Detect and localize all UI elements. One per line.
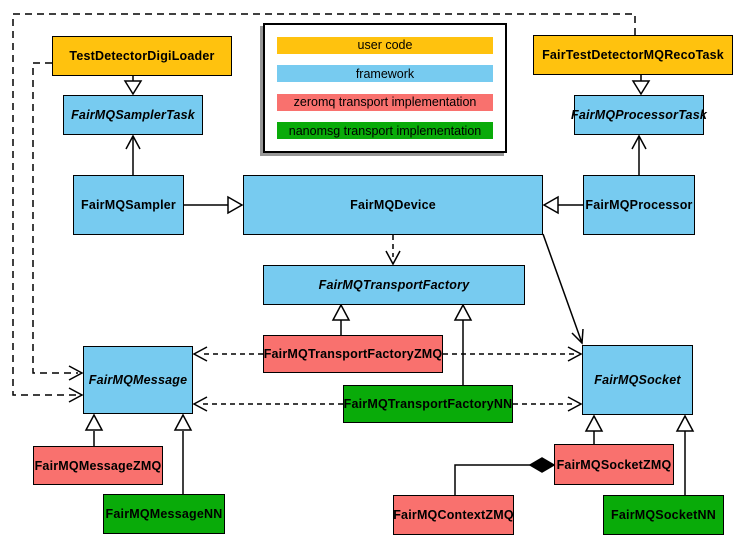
edge-socketzmq-to-socket: [584, 414, 604, 444]
edge-digiloader-to-message: [32, 62, 84, 381]
node-fairmq-socket-nn: FairMQSocketNN: [603, 495, 724, 535]
edge-device-to-socket: [542, 233, 584, 345]
legend-label: framework: [355, 66, 415, 81]
legend-item-zeromq: zeromq transport implementation: [277, 93, 493, 111]
node-test-detector-digi-loader: TestDetectorDigiLoader: [52, 36, 232, 76]
legend-label: zeromq transport implementation: [293, 95, 477, 110]
edge-contextzmq-to-socketzmq: [454, 457, 556, 495]
node-fairmq-socket-zmq: FairMQSocketZMQ: [554, 444, 674, 485]
edge-sampler-to-device: [184, 195, 244, 215]
edge-tfnn-to-socket: [513, 396, 583, 412]
node-fairmq-processor-task: FairMQProcessorTask: [571, 95, 707, 135]
legend-item-framework: framework: [277, 65, 493, 83]
edge-tfzmq-to-socket: [443, 346, 583, 362]
node-fairmq-message-nn: FairMQMessageNN: [103, 494, 225, 534]
node-fairmq-transport-factory-nn: FairMQTransportFactoryNN: [343, 385, 513, 423]
edge-messagenn-to-message: [173, 413, 193, 494]
node-fairmq-transport-factory: FairMQTransportFactory: [263, 265, 525, 305]
node-fairmq-processor: FairMQProcessor: [583, 175, 695, 235]
edge-processor-to-processortask: [631, 134, 647, 175]
edge-tfzmq-to-message: [192, 346, 263, 362]
edge-digiloader-to-samplertask: [123, 76, 143, 96]
node-fairmq-message: FairMQMessage: [83, 346, 193, 414]
node-fairmq-context-zmq: FairMQContextZMQ: [393, 495, 514, 535]
legend-item-user-code: user code: [277, 36, 493, 54]
edge-sampler-to-samplertask: [125, 134, 141, 175]
edge-tfnn-to-message: [192, 396, 343, 412]
node-fairmq-socket: FairMQSocket: [582, 345, 693, 415]
composition-diamond-icon: [528, 457, 556, 473]
edge-socketnn-to-socket: [675, 414, 695, 495]
edge-tfzmq-to-transportfactory: [331, 303, 351, 335]
edge-messagezmq-to-message: [84, 413, 104, 446]
node-fair-test-detector-mq-reco-task: FairTestDetectorMQRecoTask: [533, 35, 733, 75]
node-fairmq-device: FairMQDevice: [243, 175, 543, 235]
node-fairmq-sampler: FairMQSampler: [73, 175, 184, 235]
edge-recotask-to-message: [12, 13, 636, 403]
node-fairmq-sampler-task: FairMQSamplerTask: [63, 95, 203, 135]
legend-item-nanomsg: nanomsg transport implementation: [277, 122, 493, 140]
legend-label: nanomsg transport implementation: [288, 123, 482, 138]
edge-recotask-to-processortask: [631, 75, 651, 96]
edge-tfnn-to-transportfactory: [453, 303, 473, 385]
edge-device-to-transportfactory: [385, 235, 401, 266]
node-fairmq-transport-factory-zmq: FairMQTransportFactoryZMQ: [263, 335, 443, 373]
legend-label: user code: [357, 38, 413, 53]
node-fairmq-message-zmq: FairMQMessageZMQ: [33, 446, 163, 485]
legend: user code framework zeromq transport imp…: [263, 23, 507, 153]
edge-processor-to-device: [542, 195, 583, 215]
